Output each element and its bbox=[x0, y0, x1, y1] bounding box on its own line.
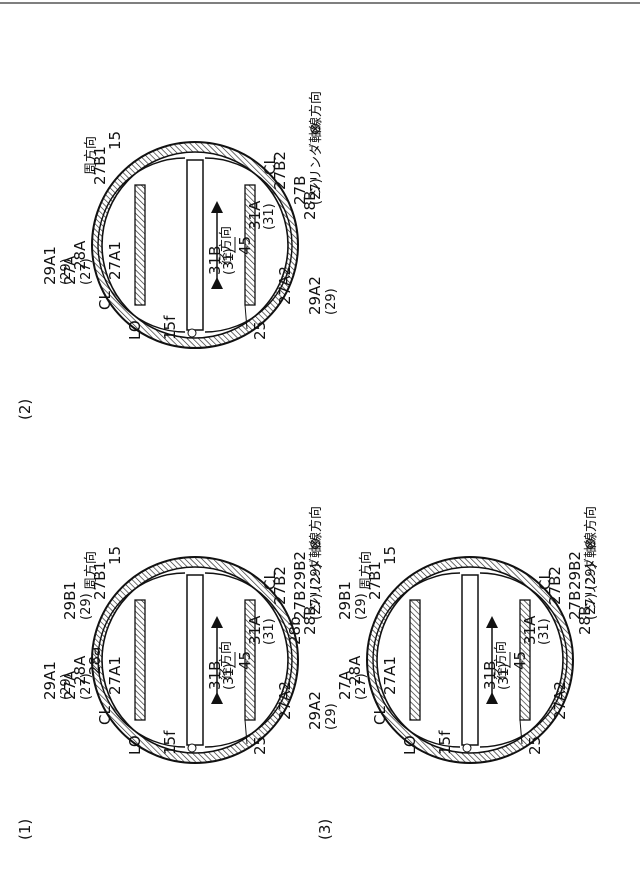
fig3-label-cl-bottom: CL bbox=[371, 706, 389, 725]
fig3-label-27b-ref: (27) bbox=[584, 593, 599, 620]
fig2-label-lo: LO bbox=[126, 320, 144, 340]
fig3-label-29b1-ref: (29) bbox=[354, 593, 369, 620]
fig3-label-29b1: 29B1 bbox=[336, 581, 354, 620]
fig2-label-15f: 15f bbox=[161, 315, 179, 340]
fig2-label-25: 25 bbox=[251, 321, 269, 340]
fig3-label-27a: 27A bbox=[336, 670, 354, 700]
bolt-15f bbox=[188, 329, 196, 337]
partition-27a1 bbox=[135, 185, 145, 305]
partition-27a1 bbox=[135, 600, 145, 720]
fig1-label-27a-ref: (27) bbox=[79, 673, 94, 700]
fig1-label-29b1-ref: (29) bbox=[79, 593, 94, 620]
fig2-label-27a1: 27A1 bbox=[106, 241, 124, 280]
fig1-label-27a2: 27A2 bbox=[276, 681, 294, 720]
fig2-label-29a1-ref: (29) bbox=[59, 258, 74, 285]
fig1-label-29a2-ref: (29) bbox=[324, 703, 339, 730]
bolt-15f bbox=[188, 744, 196, 752]
partition-27a1 bbox=[410, 600, 420, 720]
fig3-label-29b2-ref: (29) bbox=[584, 563, 599, 590]
fig1-label-15f: 15f bbox=[161, 730, 179, 755]
fig1-label-cl-bottom: CL bbox=[96, 706, 114, 725]
figure-3: 周方向 径方向 シリンダ軸線方向 ⊗ 15 15f 45 25 LO CL CL… bbox=[336, 506, 599, 763]
fig3-label-27b: 27B bbox=[566, 591, 584, 620]
fig3-label-31a-ref: (31) bbox=[537, 618, 552, 645]
center-shaft bbox=[187, 575, 203, 745]
fig3-label-45: 45 bbox=[511, 651, 529, 670]
fig3-label-29b2: 29B2 bbox=[566, 551, 584, 590]
fig3-label-31b-ref: (31) bbox=[497, 663, 512, 690]
fig3-label-27b2: 27B2 bbox=[546, 566, 564, 605]
bolt-15f bbox=[463, 744, 471, 752]
center-shaft bbox=[187, 160, 203, 330]
fig2-label-27b: 27B bbox=[291, 176, 309, 205]
fig3-label-27a1: 27A1 bbox=[381, 656, 399, 695]
fig1-label-29b2: 29B2 bbox=[291, 551, 309, 590]
fig3-label-lo: LO bbox=[401, 735, 419, 755]
fig2-label-31b-ref: (31) bbox=[222, 248, 237, 275]
fig3-label-27a-ref: (27) bbox=[354, 673, 369, 700]
fig2-label-27b2: 27B2 bbox=[271, 151, 289, 190]
fig2-label-29a2: 29A2 bbox=[306, 276, 324, 315]
fig2-axial-symbol: ⊗ bbox=[306, 122, 324, 135]
fig1-label-27b2: 27B2 bbox=[271, 566, 289, 605]
fig1-label-29a2: 29A2 bbox=[306, 691, 324, 730]
fig1-label-45: 45 bbox=[236, 651, 254, 670]
fig1-label-29a1: 29A1 bbox=[41, 661, 59, 700]
fig3-label-27a2: 27A2 bbox=[551, 681, 569, 720]
fig1-label-27a1: 27A1 bbox=[106, 656, 124, 695]
fig1-label-31b-ref: (31) bbox=[222, 663, 237, 690]
fig1-label-27b: 27B bbox=[291, 591, 309, 620]
figure-1: 周方向 径方向 シリンダ軸線方向 ⊗ 15 15f 45 25 LO CL CL… bbox=[41, 506, 339, 763]
fig2-label-31a-ref: (31) bbox=[262, 203, 277, 230]
fig2-label-29a1: 29A1 bbox=[41, 246, 59, 285]
fig2-label-27b1: 27B1 bbox=[91, 146, 109, 185]
fig3-label-15f: 15f bbox=[436, 730, 454, 755]
fig1-label-27b-ref: (27) bbox=[309, 593, 324, 620]
fig3-axial-symbol: ⊗ bbox=[581, 537, 599, 550]
fig1-label-28a-small: 28a bbox=[86, 647, 104, 675]
figure-3-number: (3) bbox=[316, 819, 334, 840]
figure-2-number: (2) bbox=[16, 399, 34, 420]
fig1-label-25: 25 bbox=[251, 736, 269, 755]
fig1-label-29b2-ref: (29) bbox=[309, 563, 324, 590]
fig2-label-27a-ref: (27) bbox=[79, 258, 94, 285]
fig2-label-27b-ref: (27) bbox=[309, 178, 324, 205]
fig1-label-lo: LO bbox=[126, 735, 144, 755]
center-shaft bbox=[462, 575, 478, 745]
fig2-label-45: 45 bbox=[236, 236, 254, 255]
fig2-label-29a2-ref: (29) bbox=[324, 288, 339, 315]
fig3-label-25: 25 bbox=[526, 736, 544, 755]
figure-2: 周方向 径方向 シリンダ軸線方向 ⊗ 15 15f 45 25 LO CL CL… bbox=[41, 91, 339, 348]
fig1-label-29b1: 29B1 bbox=[61, 581, 79, 620]
fig1-label-31a-ref: (31) bbox=[262, 618, 277, 645]
figure-1-number: (1) bbox=[16, 819, 34, 840]
fig1-label-29a1-ref: (29) bbox=[59, 673, 74, 700]
fig2-label-27a2: 27A2 bbox=[276, 266, 294, 305]
fig1-axial-symbol: ⊗ bbox=[306, 537, 324, 550]
fig2-label-cl-bottom: CL bbox=[96, 291, 114, 310]
